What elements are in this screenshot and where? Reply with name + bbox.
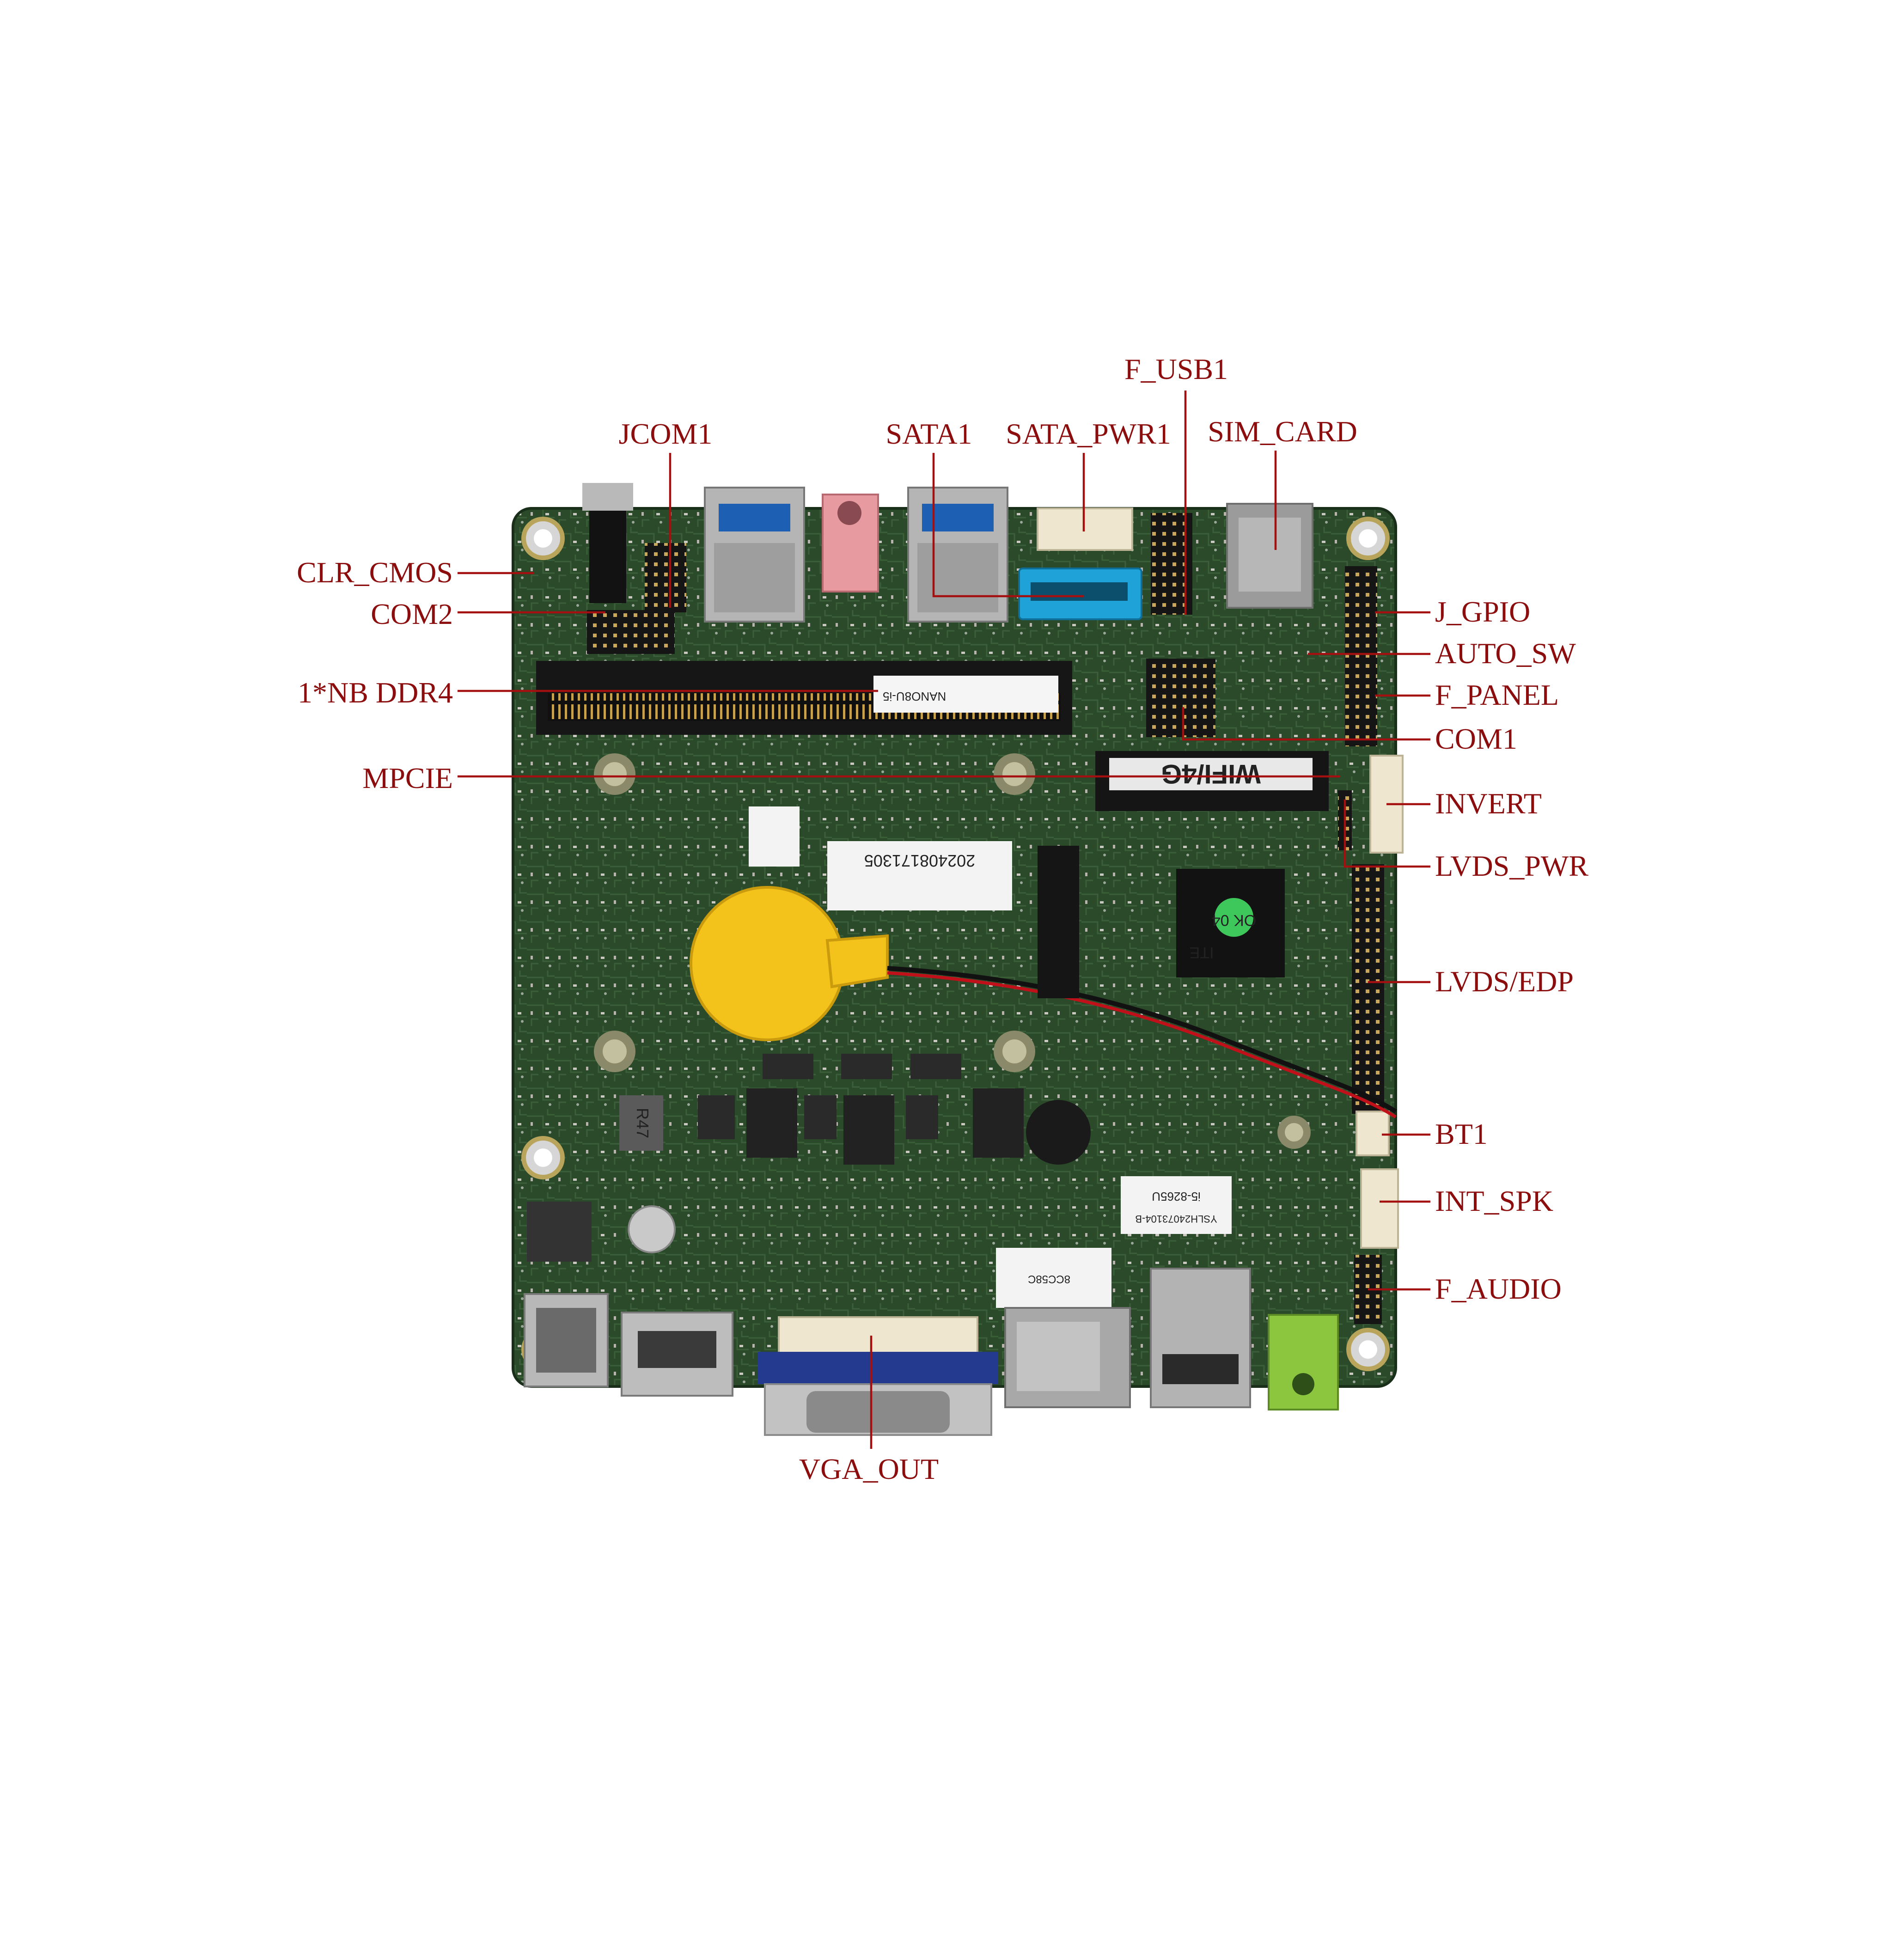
power-stage: R47 STC <box>619 1054 1091 1165</box>
screw-icon <box>594 753 635 795</box>
label-sata-pwr1: SATA_PWR1 <box>1006 417 1171 450</box>
ite-chip: OK 04 ITE <box>1176 869 1285 977</box>
vga-port[interactable] <box>758 1352 998 1436</box>
label-bt1: BT1 <box>1435 1117 1488 1150</box>
hdmi-port[interactable] <box>621 1312 733 1397</box>
callout-sata-pwr1: SATA_PWR1 <box>1006 417 1171 531</box>
memory-chip <box>1038 846 1079 998</box>
label-nb-ddr4: 1*NB DDR4 <box>298 676 453 709</box>
mac-sticker: 8CC58C <box>996 1248 1111 1308</box>
vga-header[interactable] <box>778 1316 978 1357</box>
inductor-large <box>527 1202 592 1262</box>
label-f-usb1: F_USB1 <box>1124 353 1228 385</box>
callout-int-spk: INT_SPK <box>1380 1185 1553 1217</box>
callout-com2: COM2 <box>371 598 605 630</box>
sim-card-slot[interactable] <box>1226 503 1313 609</box>
callout-clr-cmos: CLR_CMOS <box>297 556 534 589</box>
battery-wire <box>887 966 1397 1114</box>
cpu-model-text: i5-8265U <box>1152 1190 1201 1203</box>
label-lvds-pwr: LVDS_PWR <box>1435 849 1588 882</box>
inductor-stc-label: STC <box>768 1105 786 1136</box>
callout-auto-sw: AUTO_SW <box>1308 637 1576 670</box>
dc-jack[interactable] <box>524 1293 609 1387</box>
callout-jcom1: JCOM1 <box>619 417 713 608</box>
audio-jack-pink[interactable] <box>822 494 879 592</box>
screw-icon <box>1277 1116 1311 1149</box>
usb3-port-top-left[interactable] <box>704 487 805 623</box>
screw-icon <box>594 1031 635 1072</box>
mac-address-text: 8CC58C <box>1028 1273 1070 1285</box>
cmos-battery[interactable] <box>690 886 889 1041</box>
mpcie-slot[interactable]: WIFI/4G <box>1095 751 1329 811</box>
label-f-panel: F_PANEL <box>1435 678 1559 711</box>
callout-mpcie: MPCIE <box>362 762 1340 794</box>
callout-lvds-edp: LVDS/EDP <box>1368 965 1574 998</box>
wifi-label: WIFI/4G <box>1161 759 1261 789</box>
label-invert: INVERT <box>1435 787 1542 820</box>
label-j-gpio: J_GPIO <box>1435 595 1530 628</box>
mounting-hole-icon <box>1346 517 1390 560</box>
audio-jack-green[interactable] <box>1268 1314 1339 1410</box>
label-auto-sw: AUTO_SW <box>1435 637 1576 670</box>
label-int-spk: INT_SPK <box>1435 1185 1553 1217</box>
inductor-label: R47 <box>633 1108 652 1138</box>
bt1-connector[interactable] <box>1356 1111 1390 1156</box>
sata-connector[interactable] <box>1018 568 1142 620</box>
label-lvds-edp: LVDS/EDP <box>1435 965 1574 998</box>
callout-invert: INVERT <box>1386 787 1542 820</box>
usb-port-bottom[interactable] <box>1150 1268 1251 1408</box>
label-mpcie: MPCIE <box>362 762 453 794</box>
cpu-sticker: i5-8265U YSLH240731​04-B <box>1121 1176 1232 1234</box>
clr-cmos-jumper[interactable] <box>582 483 633 603</box>
lvds-edp-header[interactable] <box>1352 864 1384 1114</box>
label-vga-out: VGA_OUT <box>799 1453 939 1485</box>
label-sata1: SATA1 <box>886 417 972 450</box>
callout-sim-card: SIM_CARD <box>1208 415 1357 550</box>
callout-nb-ddr4: 1*NB DDR4 <box>298 676 878 709</box>
mounting-hole-icon <box>521 1136 565 1179</box>
label-f-audio: F_AUDIO <box>1435 1272 1562 1305</box>
chip-ok-text: OK 04 <box>1212 911 1256 929</box>
sata-power-connector[interactable] <box>1037 507 1133 551</box>
sticker-serial-text: 202408171305 <box>864 851 975 870</box>
callout-j-gpio: J_GPIO <box>1375 595 1530 628</box>
screw-icon <box>994 1031 1035 1072</box>
callout-vga-out: VGA_OUT <box>799 1336 939 1485</box>
callout-f-audio: F_AUDIO <box>1368 1272 1562 1305</box>
label-jcom1: JCOM1 <box>619 417 713 450</box>
ddr4-sticker: NANO8U-i5 <box>873 676 1058 713</box>
jcom1-header[interactable] <box>645 543 686 612</box>
electrolytic-cap <box>628 1205 676 1253</box>
callout-bt1: BT1 <box>1382 1117 1488 1150</box>
label-sim-card: SIM_CARD <box>1208 415 1357 448</box>
int-spk-connector[interactable] <box>1360 1168 1399 1249</box>
j-gpio-header[interactable] <box>1345 566 1377 746</box>
label-clr-cmos: CLR_CMOS <box>297 556 453 589</box>
callout-com1: COM1 <box>1182 707 1517 755</box>
mounting-hole-icon <box>521 517 565 560</box>
callout-f-panel: F_PANEL <box>1375 678 1559 711</box>
screw-icon <box>994 753 1035 795</box>
callout-sata1: SATA1 <box>886 417 1084 598</box>
usb3-port-top-right[interactable] <box>907 487 1008 623</box>
board-sticker-serial: 202408171305 <box>827 841 1012 910</box>
label-com2: COM2 <box>371 598 453 630</box>
callout-f-usb1: F_USB1 <box>1124 353 1228 615</box>
callout-lvds-pwr: LVDS_PWR <box>1343 800 1588 882</box>
label-com1: COM1 <box>1435 722 1517 755</box>
mounting-hole-icon <box>1346 1328 1390 1371</box>
com2-header[interactable] <box>587 610 675 654</box>
sticker-small <box>749 806 800 867</box>
cpu-serial-text: YSLH240731​04-B <box>1135 1213 1217 1225</box>
ethernet-port[interactable] <box>1004 1307 1131 1408</box>
f-panel-header[interactable] <box>1146 659 1215 737</box>
chip-brand-text: ITE <box>1190 944 1214 961</box>
sticker-model-text: NANO8U-i5 <box>883 690 946 703</box>
